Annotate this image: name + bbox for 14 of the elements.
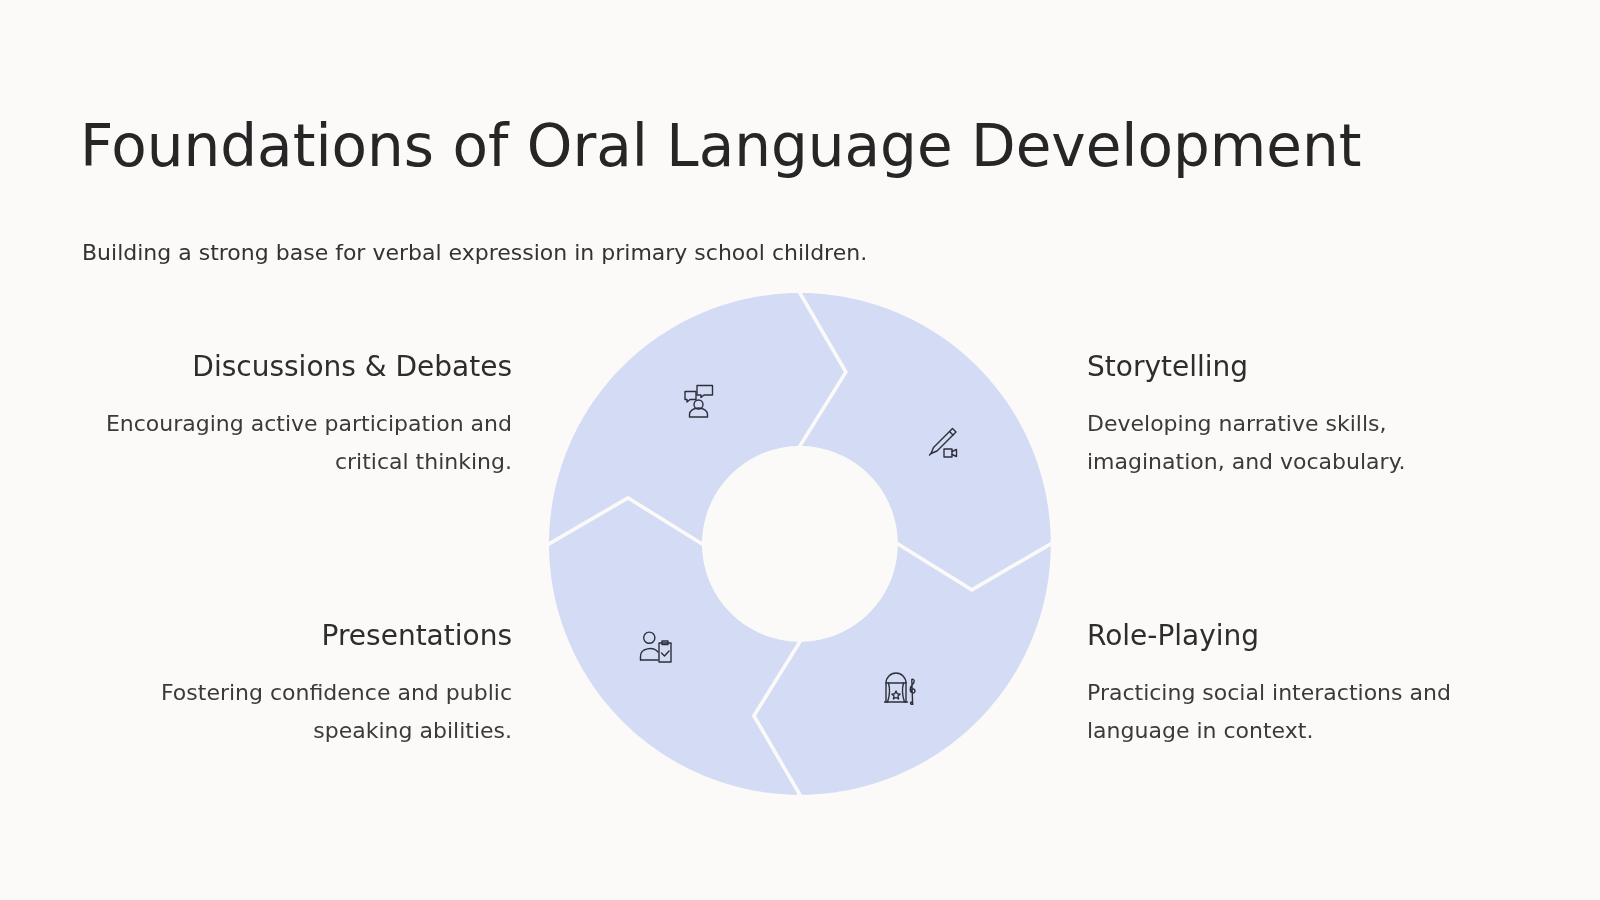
step-description: Practicing social interactions and language in context. xyxy=(1087,679,1452,745)
ring-segment xyxy=(802,293,1051,588)
step-heading: Storytelling xyxy=(1087,349,1250,385)
step-heading: Role-Playing xyxy=(1087,618,1261,654)
step-description: Fostering confidence and public speaking abilities. xyxy=(160,679,512,745)
ring-segment xyxy=(756,546,1051,795)
step-heading: Discussions & Debates xyxy=(191,349,512,385)
diagram-title: Foundations of Oral Language Development xyxy=(80,111,1362,182)
subtitle: Building a strong base for verbal expression in primary school children. xyxy=(82,239,868,267)
ring-segment xyxy=(549,293,844,542)
step-description: Developing narrative skills, imagination, and vocabulary. xyxy=(1087,410,1407,476)
step-heading: Presentations xyxy=(320,618,512,654)
step-description: Encouraging active participation and critical thinking. xyxy=(104,410,512,476)
ring-segment xyxy=(549,500,798,795)
